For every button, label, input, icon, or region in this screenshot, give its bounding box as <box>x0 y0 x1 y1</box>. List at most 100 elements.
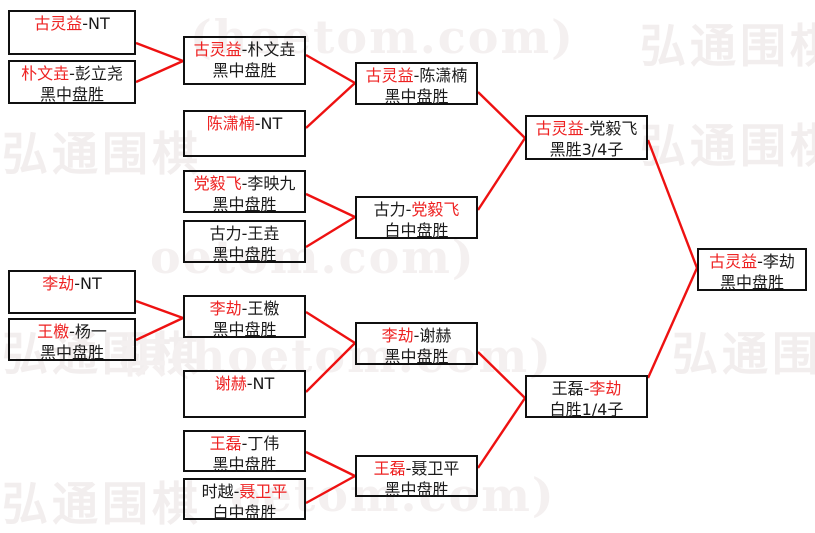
vs-dash: - <box>74 274 81 293</box>
match-players: 谢赫-NT <box>185 373 304 394</box>
player-right: 杨一 <box>74 322 107 341</box>
match-box[interactable]: 党毅飞-李映九黑中盘胜 <box>183 170 306 214</box>
vs-dash: - <box>583 119 590 138</box>
vs-dash: - <box>241 40 248 59</box>
watermark-text: 弘通围棋 <box>2 127 202 181</box>
match-result: 黑中盘胜 <box>39 85 104 104</box>
match-box[interactable]: 古灵益-陈潇楠黑中盘胜 <box>355 62 478 106</box>
player-right: 李映九 <box>247 174 296 193</box>
player-right: 王垚 <box>247 224 280 243</box>
vs-dash: - <box>241 434 248 453</box>
match-players: 古力-党毅飞 <box>357 199 476 220</box>
player-right: NT <box>88 14 110 33</box>
bracket-connector <box>477 397 526 469</box>
player-right: 聂卫平 <box>411 459 460 478</box>
bracket-connector <box>135 59 184 84</box>
match-box[interactable]: 古灵益-党毅飞黑胜3/4子 <box>525 115 648 160</box>
vs-dash: - <box>583 379 590 398</box>
player-left: 李劫 <box>209 299 242 318</box>
match-players: 古灵益-李劫 <box>699 251 805 272</box>
player-left: 党毅飞 <box>193 174 242 193</box>
player-left: 王檄 <box>37 322 70 341</box>
match-players: 王磊-丁伟 <box>185 433 304 454</box>
match-result: 黑中盘胜 <box>212 245 277 264</box>
match-result: 黑中盘胜 <box>719 273 784 292</box>
match-players: 古灵益-陈潇楠 <box>357 65 476 86</box>
watermark-text: 弘通围棋 <box>2 477 202 531</box>
match-result: 黑胜3/4子 <box>549 140 624 159</box>
player-right: NT <box>260 114 283 133</box>
vs-dash: - <box>405 200 412 219</box>
match-result: 黑中盘胜 <box>212 320 277 339</box>
match-box[interactable]: 时越-聂卫平白中盘胜 <box>183 478 306 522</box>
match-box[interactable]: 李劫-NT <box>8 270 136 314</box>
vs-dash: - <box>413 66 420 85</box>
player-left: 李劫 <box>381 326 414 345</box>
match-result: 黑中盘胜 <box>212 195 277 214</box>
match-result: 黑中盘胜 <box>384 87 449 106</box>
player-left: 古灵益 <box>34 14 83 33</box>
vs-dash: - <box>241 174 248 193</box>
player-right: 朴文垚 <box>247 40 296 59</box>
match-result: 黑中盘胜 <box>212 61 277 80</box>
player-left: 古灵益 <box>193 40 242 59</box>
player-right: 丁伟 <box>247 434 280 453</box>
bracket-connector <box>305 53 356 85</box>
watermark-text: 弘通围棋 <box>672 327 815 381</box>
vs-dash: - <box>69 64 75 83</box>
vs-dash: - <box>254 114 261 133</box>
bracket-connector <box>477 351 526 399</box>
player-right: 聂卫平 <box>239 482 288 501</box>
match-players: 李劫-谢赫 <box>357 325 476 346</box>
match-players: 党毅飞-李映九 <box>185 173 304 194</box>
match-box[interactable]: 古力-王垚黑中盘胜 <box>183 220 306 264</box>
player-left: 王磊 <box>209 434 242 453</box>
match-box[interactable]: 李劫-王檄黑中盘胜 <box>183 295 306 339</box>
player-right: 党毅飞 <box>411 200 460 219</box>
bracket-connector <box>646 267 699 379</box>
match-box[interactable]: 古力-党毅飞白中盘胜 <box>355 196 478 240</box>
vs-dash: - <box>246 374 253 393</box>
match-box[interactable]: 王磊-丁伟黑中盘胜 <box>183 430 306 474</box>
player-right: 党毅飞 <box>589 119 638 138</box>
vs-dash: - <box>69 322 75 341</box>
bracket-connector <box>477 91 526 139</box>
player-left: 古力 <box>373 200 406 219</box>
player-left: 李劫 <box>42 274 75 293</box>
player-left: 王磊 <box>373 459 406 478</box>
match-box[interactable]: 谢赫-NT <box>183 370 306 418</box>
match-players: 陈潇楠-NT <box>185 113 304 134</box>
player-right: NT <box>80 274 102 293</box>
bracket-connector <box>305 215 356 249</box>
player-left: 谢赫 <box>214 374 247 393</box>
match-result: 白中盘胜 <box>384 221 449 240</box>
player-right: 李劫 <box>589 379 622 398</box>
match-box[interactable]: 王磊-李劫白胜1/4子 <box>525 375 648 419</box>
match-box[interactable]: 朴文垚-彭立尧黑中盘胜 <box>8 60 136 104</box>
bracket-connector <box>305 450 356 478</box>
match-box[interactable]: 古灵益-NT <box>8 10 136 55</box>
match-players: 王檄-杨一 <box>10 321 134 342</box>
match-result: 黑中盘胜 <box>384 480 449 499</box>
player-left: 古灵益 <box>709 252 758 271</box>
match-players: 王磊-聂卫平 <box>357 458 476 479</box>
match-box[interactable]: 王磊-聂卫平黑中盘胜 <box>355 455 478 499</box>
match-result: 黑中盘胜 <box>212 455 277 474</box>
vs-dash: - <box>241 299 248 318</box>
match-box[interactable]: 陈潇楠-NT <box>183 110 306 157</box>
match-box[interactable]: 古灵益-李劫黑中盘胜 <box>697 248 807 292</box>
player-left: 朴文垚 <box>21 64 70 83</box>
vs-dash: - <box>757 252 763 271</box>
match-players: 李劫-王檄 <box>185 298 304 319</box>
match-players: 朴文垚-彭立尧 <box>10 63 134 84</box>
watermark-text: 弘通围棋 <box>640 119 815 173</box>
match-result: 白胜1/4子 <box>549 400 624 419</box>
bracket-connector <box>646 139 699 269</box>
match-players: 王磊-李劫 <box>527 378 646 399</box>
player-left: 陈潇楠 <box>206 114 255 133</box>
match-box[interactable]: 古灵益-朴文垚黑中盘胜 <box>183 36 306 85</box>
match-box[interactable]: 李劫-谢赫黑中盘胜 <box>355 322 478 366</box>
bracket-connector <box>305 310 356 345</box>
match-box[interactable]: 王檄-杨一黑中盘胜 <box>8 318 136 362</box>
